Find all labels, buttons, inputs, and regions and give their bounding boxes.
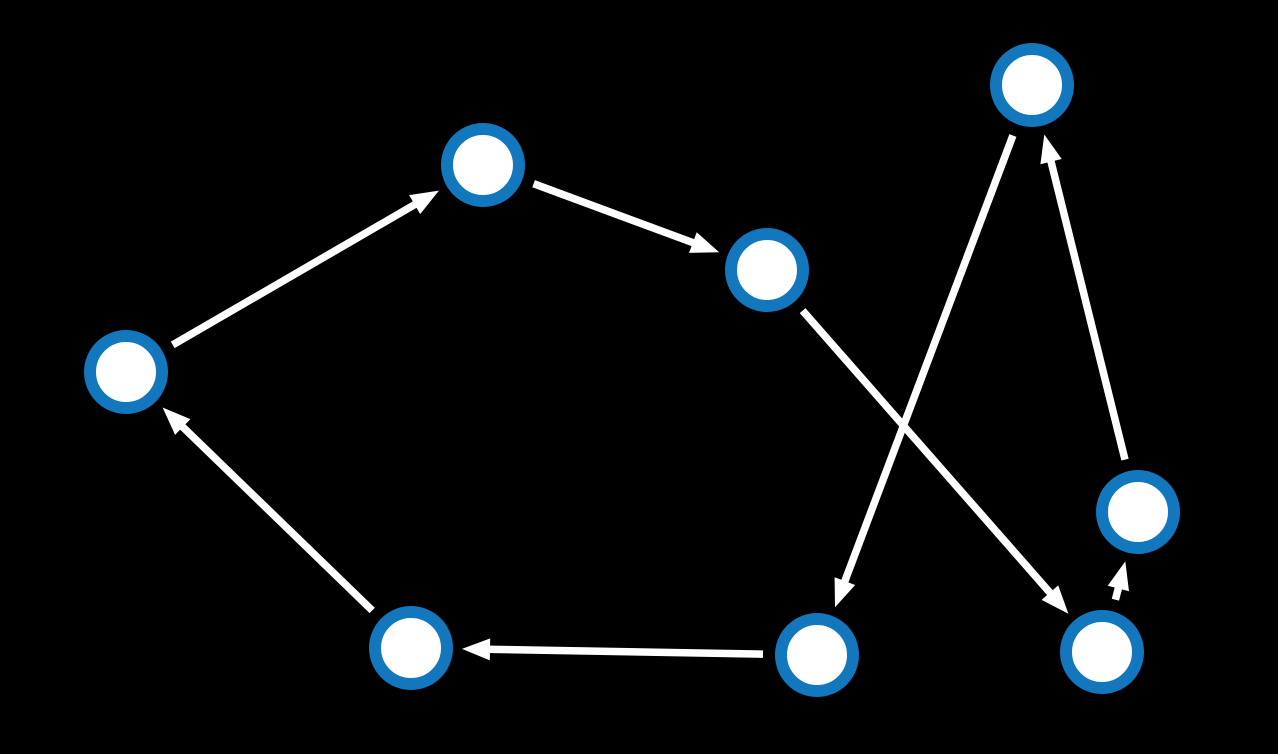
node-top-right — [990, 43, 1074, 127]
node-bottom-right — [1060, 610, 1144, 694]
arrowhead-icon — [1040, 134, 1062, 165]
arrowhead-icon — [834, 577, 856, 608]
arrowhead-icon — [409, 190, 439, 215]
graph-edge-node-top-right-to-node-bottom-middle — [836, 134, 1017, 595]
graph-edge-node-upper-middle-to-node-bottom-right — [799, 308, 1062, 605]
node-left — [84, 330, 168, 414]
arrowhead-icon — [1107, 561, 1129, 592]
arrowhead-icon — [462, 638, 491, 661]
graph-edge-node-left-to-node-upper-left — [170, 195, 428, 349]
node-bottom-left — [369, 606, 453, 690]
graph-edge-node-bottom-left-to-node-left — [171, 415, 375, 614]
graph-edge-node-right-to-node-top-right — [1044, 148, 1129, 461]
graph-edge-node-bottom-middle-to-node-bottom-left — [477, 645, 764, 658]
node-right — [1096, 470, 1180, 554]
arrowhead-icon — [1041, 585, 1069, 614]
node-upper-left — [441, 123, 525, 207]
node-upper-middle — [725, 228, 809, 312]
graph-edge-node-upper-left-to-node-upper-middle — [532, 180, 707, 251]
arrowhead-icon — [689, 232, 720, 253]
node-bottom-middle — [775, 613, 859, 697]
arrowhead-icon — [162, 407, 191, 435]
